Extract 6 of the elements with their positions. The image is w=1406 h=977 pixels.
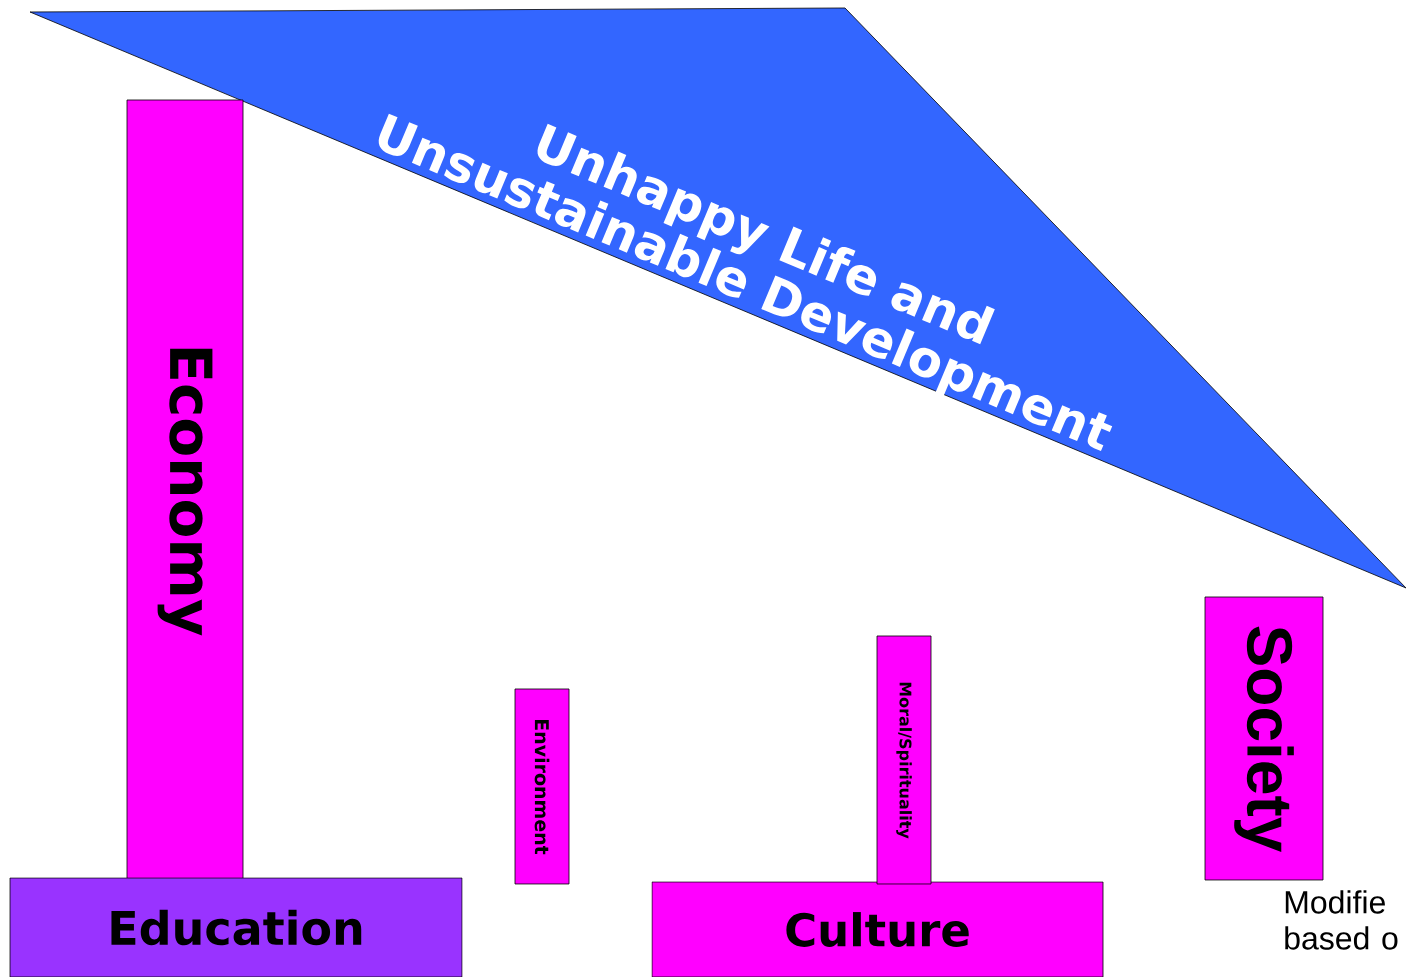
base-block: Education [9,877,463,977]
note-text: Modifie based o [1285,890,1398,950]
pillar: Moral/Spirituality [876,635,932,885]
pillar: Society [1204,596,1324,881]
pillar: Economy [126,99,244,881]
pillar: Environment [514,688,570,885]
